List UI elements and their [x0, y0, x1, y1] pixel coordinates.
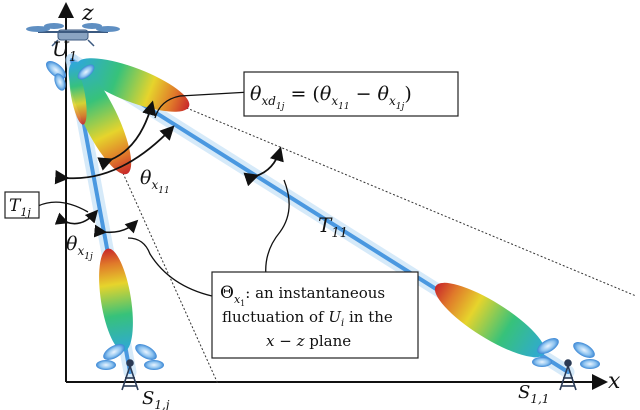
tower-s11-icon [559, 359, 577, 391]
drone-icon [26, 23, 120, 47]
x-axis-label: x [608, 369, 621, 394]
fluctuation-line-1: Θx1: an instantaneous [220, 283, 385, 308]
station-s11-label: S1,1 [518, 382, 549, 406]
fluctuation-line-3: x − z plane [266, 332, 351, 350]
leader-fluct-1 [265, 179, 290, 289]
leader-t1j [37, 201, 89, 213]
station-lobe-s11 [434, 282, 546, 358]
uav-pattern [46, 61, 95, 91]
fluctuation-box [211, 271, 419, 359]
angle-x1j-label: θx1j [66, 233, 93, 262]
link-t11-label: T11 [318, 213, 348, 241]
tower-s1j-icon [121, 359, 139, 391]
angle-arc-x1j [54, 209, 99, 225]
station-lobe-s1j [99, 248, 133, 352]
station-s1j-label: S1,j [142, 388, 170, 410]
leader-fluct-2 [127, 237, 213, 297]
uav-lobe-small [69, 65, 87, 125]
station-s1j-pattern [96, 344, 164, 370]
link-t1j-box [4, 191, 40, 219]
station-s11-pattern [532, 338, 600, 369]
link-t1j-label: T1j [9, 196, 31, 219]
uav-lobe-t11 [76, 58, 190, 112]
z-axis-label: z [81, 1, 94, 26]
angle-x11-label: θx11 [140, 167, 170, 196]
fluctuation-line-2: fluctuation of Ui in the [222, 308, 393, 329]
uav-label: U1 [52, 37, 77, 65]
fluctuation-arc-t11 [243, 146, 284, 187]
equation-box [243, 71, 459, 117]
fluctuation-arc-t1j [93, 219, 139, 238]
angle-arc-xd1j [97, 100, 157, 171]
equation-text: θxd1j = (θx11 − θx1j) [250, 83, 412, 112]
leader-equation [154, 91, 251, 119]
reference-line-steep [71, 59, 219, 385]
